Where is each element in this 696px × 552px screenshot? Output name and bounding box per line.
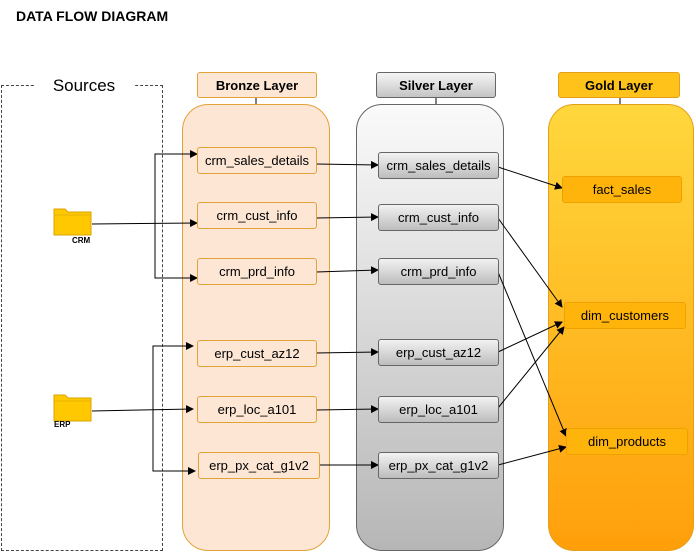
bronze-erp-cust-az12: erp_cust_az12 — [197, 340, 317, 367]
bronze-silver-arrow-3 — [315, 266, 379, 275]
silver-layer-header: Silver Layer — [376, 72, 496, 98]
erp-folder-icon — [53, 392, 93, 422]
crm-to-cust-info-arrow — [91, 219, 198, 228]
bronze-silver-arrow-1 — [315, 160, 379, 169]
bronze-crm-prd-info: crm_prd_info — [197, 258, 317, 285]
gold-dim-products: dim_products — [566, 428, 688, 455]
gold-layer-header: Gold Layer — [558, 72, 680, 98]
crm-source-label: CRM — [72, 236, 91, 245]
crm-folder-icon — [53, 206, 93, 236]
bronze-crm-sales-details: crm_sales_details — [197, 147, 317, 174]
bronze-layer-header: Bronze Layer — [197, 72, 317, 98]
loc-to-dim-customers-arrow — [497, 326, 565, 409]
silver-erp-loc-a101: erp_loc_a101 — [378, 396, 499, 423]
erp-bracket — [152, 345, 195, 472]
silver-crm-cust-info: crm_cust_info — [378, 204, 499, 231]
prd-info-to-dim-products-arrow — [497, 271, 568, 437]
silver-crm-prd-info: crm_prd_info — [378, 258, 499, 285]
bronze-silver-arrow-5 — [315, 405, 379, 414]
erp-source-label: ERP — [54, 420, 71, 429]
diagram-title: DATA FLOW DIAGRAM — [16, 8, 169, 24]
gold-fact-sales: fact_sales — [562, 176, 682, 203]
sales-to-fact-arrow — [497, 166, 563, 190]
bronze-crm-cust-info: crm_cust_info — [197, 202, 317, 229]
erp-to-loc-arrow — [91, 405, 194, 414]
silver-erp-px-cat-g1v2: erp_px_cat_g1v2 — [378, 452, 499, 479]
gold-dim-customers: dim_customers — [564, 302, 686, 329]
crm-bracket — [154, 153, 197, 279]
silver-crm-sales-details: crm_sales_details — [378, 152, 499, 179]
bronze-erp-loc-a101: erp_loc_a101 — [197, 396, 317, 423]
sources-label: Sources — [34, 76, 134, 96]
bronze-erp-px-cat-g1v2: erp_px_cat_g1v2 — [198, 452, 320, 479]
silver-erp-cust-az12: erp_cust_az12 — [378, 339, 499, 366]
px-cat-to-dim-products-arrow — [497, 444, 567, 466]
cust-az12-to-dim-customers-arrow — [497, 321, 563, 353]
bronze-silver-arrow-2 — [315, 213, 379, 222]
bronze-silver-arrow-4 — [315, 348, 379, 357]
cust-info-to-dim-customers-arrow — [497, 217, 563, 308]
